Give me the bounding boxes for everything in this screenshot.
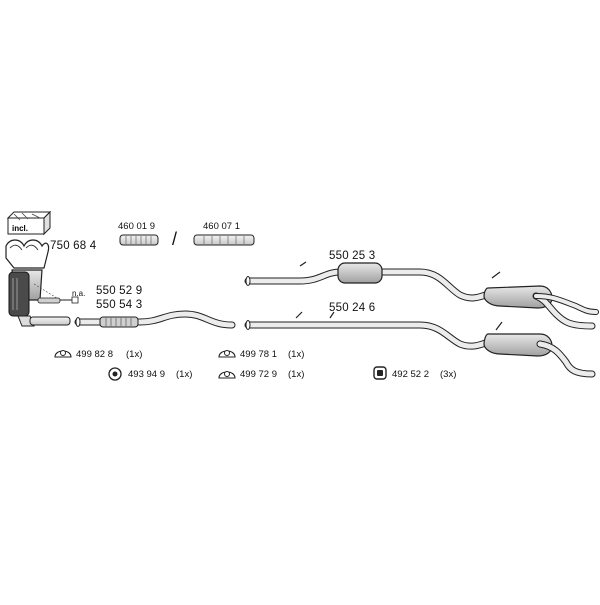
mounting-part-number: 499 78 1 — [240, 349, 277, 360]
manifold-catalyst-part — [5, 239, 71, 327]
na-label: n.a. — [72, 289, 86, 298]
part-number-rear-system-a: 550 25 3 — [329, 250, 376, 262]
kit-incl-label: incl. — [12, 224, 28, 233]
part-number-repair-pipe-b: 460 07 1 — [203, 221, 240, 232]
mounting-part-qty: (1x) — [288, 349, 305, 360]
alternative-separator: / — [172, 229, 178, 249]
hanger-clip-icon — [108, 367, 122, 381]
part-number-repair-pipe-a: 460 01 9 — [118, 221, 155, 232]
sensor-part — [37, 296, 79, 304]
rear-system-a-part — [244, 261, 599, 330]
mounting-part-number: 492 52 2 — [392, 369, 429, 380]
mounting-part-number: 499 82 8 — [76, 349, 113, 360]
mounting-part-qty: (1x) — [288, 369, 305, 380]
rubber-hanger-icon — [54, 350, 72, 358]
rubber-hanger-icon — [218, 371, 236, 379]
mounting-part-number: 499 72 9 — [240, 369, 277, 380]
part-number-center-pipe-a: 550 52 9 — [96, 285, 143, 297]
mounting-part-number: 493 94 9 — [128, 369, 165, 380]
mounting-part-qty: (1x) — [176, 369, 193, 380]
kit-box-icon — [6, 210, 52, 236]
rear-system-b-part — [244, 311, 596, 378]
part-number-center-pipe-b: 550 54 3 — [96, 299, 143, 311]
part-number-front-pipe-set: 750 68 4 — [50, 240, 97, 252]
center-pipe-part — [74, 310, 236, 329]
rubber-hanger-icon — [218, 350, 236, 358]
mounting-part-qty: (3x) — [440, 369, 457, 380]
repair-pipe-a-part — [119, 234, 159, 246]
rubber-block-icon — [373, 366, 387, 380]
part-number-rear-system-b: 550 24 6 — [329, 302, 376, 314]
repair-pipe-b-part — [193, 234, 255, 246]
mounting-part-qty: (1x) — [126, 349, 143, 360]
